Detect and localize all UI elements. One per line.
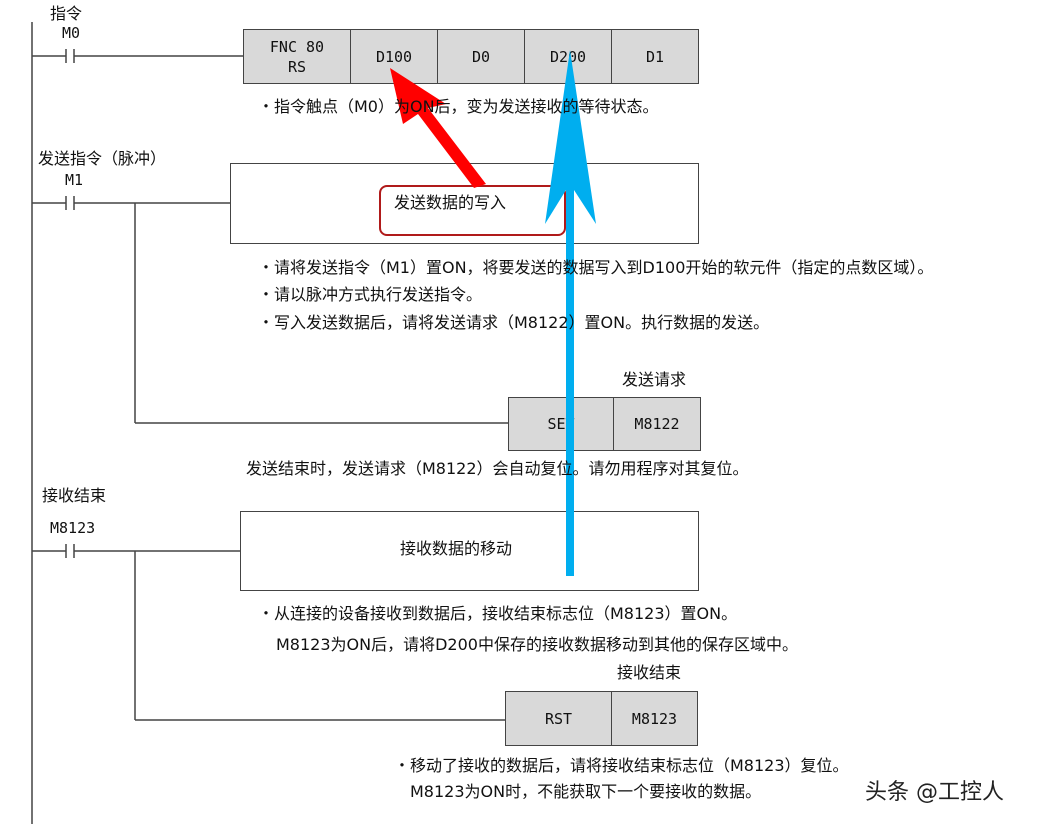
rung2-after-note: 发送结束时，发送请求（M8122）会自动复位。请勿用程序对其复位。 [246,459,749,478]
operand-cell: D1 [611,29,699,84]
rung1-label: 指令 [50,4,83,23]
send-data-write-block [230,163,699,244]
rung3-label: 接收结束 [42,486,107,505]
m8123-cell: M8123 [611,691,698,746]
rung2-label: 发送指令（脉冲） [38,149,167,168]
rung2-note: ・请以脉冲方式执行发送指令。 [258,285,483,304]
fnc-number: FNC 80 [269,37,325,56]
fnc-name: RS [287,57,307,76]
contact-m1-label: M1 [65,171,84,189]
contact-m8123-label: M8123 [50,519,96,537]
receive-data-move-block [240,511,699,591]
rung3-after-note: M8123为ON时，不能获取下一个要接收的数据。 [410,782,762,801]
red-arrow [390,68,486,188]
rs-instruction-cell: FNC 80 RS [243,29,351,84]
coil-label-receive-end: 接收结束 [617,663,682,682]
rung3-note: ・从连接的设备接收到数据后，接收结束标志位（M8123）置ON。 [258,604,738,623]
contact-m0-label: M0 [62,24,81,42]
rung3-after-note: ・移动了接收的数据后，请将接收结束标志位（M8123）复位。 [394,756,849,775]
rung2-note: ・写入发送数据后，请将发送请求（M8122）置ON。执行数据的发送。 [258,313,770,332]
operand-cell: D0 [437,29,525,84]
watermark: 头条 @工控人 [865,780,1004,805]
m8122-cell: M8122 [613,397,701,451]
coil-label-send-request: 发送请求 [622,370,687,389]
blue-arrow [545,50,596,576]
rst-op-cell: RST [505,691,612,746]
rung3-note: M8123为ON后，请将D200中保存的接收数据移动到其他的保存区域中。 [276,635,798,654]
receive-block-label: 接收数据的移动 [400,539,513,558]
rung2-note: ・请将发送指令（M1）置ON，将要发送的数据写入到D100开始的软元件（指定的点… [258,258,934,277]
rung1-note: ・指令触点（M0）为ON后，变为发送接收的等待状态。 [258,97,659,116]
send-block-label: 发送数据的写入 [394,193,507,212]
